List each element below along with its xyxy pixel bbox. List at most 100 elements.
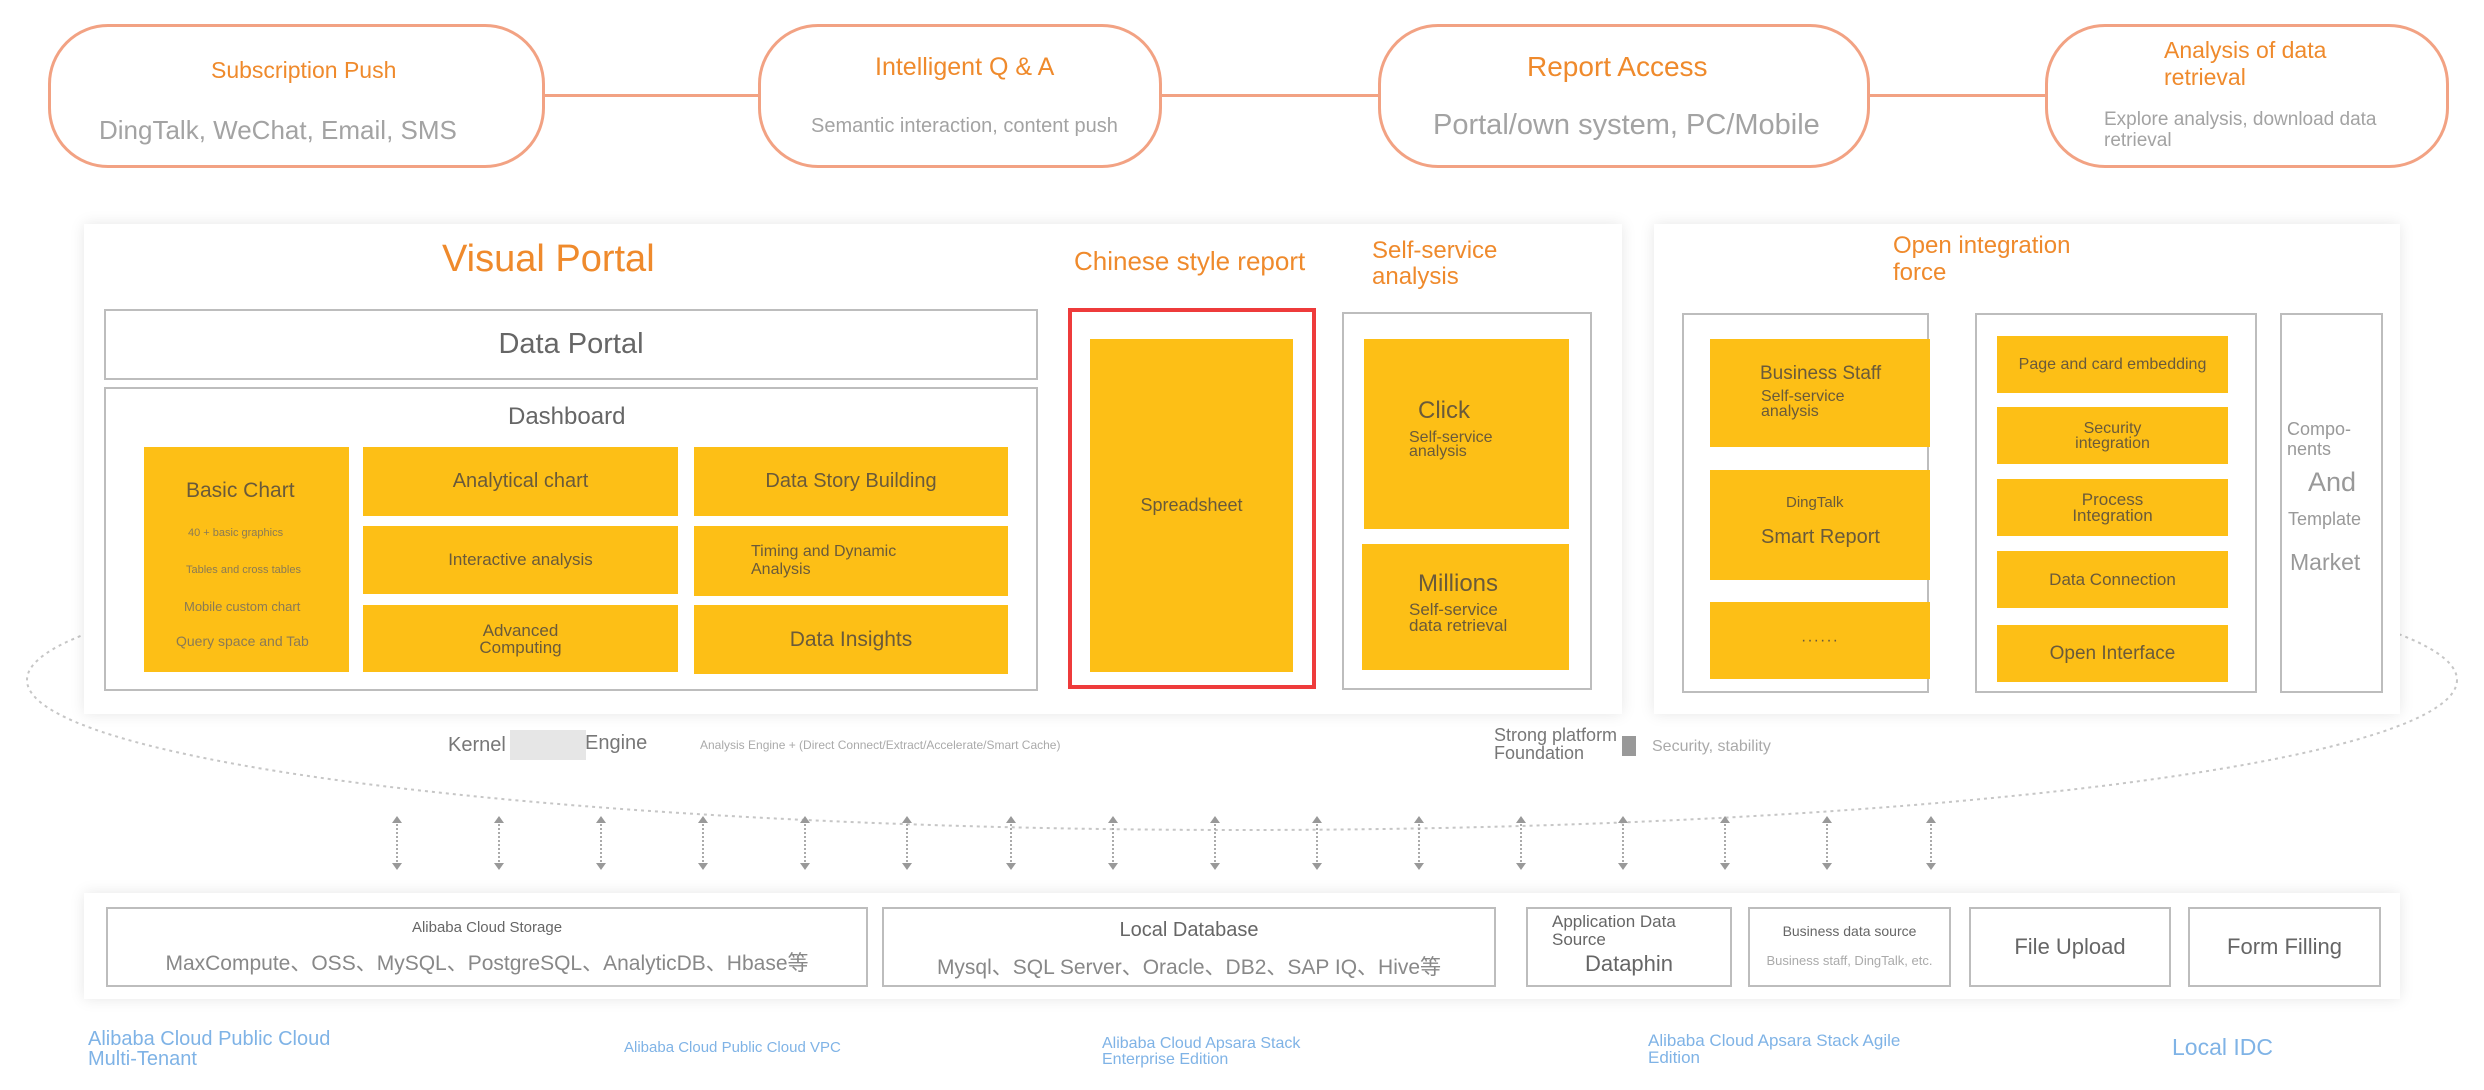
click-tile: Click Self-service analysis	[1364, 339, 1569, 529]
connector-line	[543, 94, 761, 97]
dingtalk-label: DingTalk	[1786, 494, 1844, 511]
dashboard-label: Dashboard	[508, 403, 626, 430]
business-staff-label: Business Staff	[1760, 363, 1882, 384]
bidirectional-arrow	[494, 816, 504, 870]
channel-title: Analysis of data retrieval	[2164, 37, 2327, 90]
kernel-label: Kernel	[448, 734, 506, 756]
bidirectional-arrow	[1516, 816, 1526, 870]
engine-label: Engine	[585, 732, 648, 754]
bidirectional-arrow	[596, 816, 606, 870]
data-source-head: Local Database	[1119, 919, 1259, 941]
deployment-label: Alibaba Cloud Apsara Stack Enterprise Ed…	[1102, 1035, 1301, 1068]
market-line: And	[2308, 467, 2357, 497]
bidirectional-arrow	[1312, 816, 1322, 870]
alibaba-cloud-storage-box: Alibaba Cloud Storage MaxCompute、OSS、MyS…	[106, 907, 868, 987]
bidirectional-arrow	[1210, 816, 1220, 870]
interactive-analysis-tile: Interactive analysis	[363, 526, 678, 594]
bidirectional-arrow	[902, 816, 912, 870]
dingtalk-smart-report-tile: DingTalk Smart Report	[1710, 470, 1930, 580]
channel-subtitle: Explore analysis, download data retrieva…	[2104, 109, 2377, 151]
millions-subtitle: Self-service data retrieval	[1409, 600, 1508, 635]
channel-title: Intelligent Q & A	[875, 53, 1055, 81]
deployment-label: Local IDC	[2172, 1034, 2273, 1060]
channel-subtitle: Semantic interaction, content push	[811, 115, 1118, 137]
more-tile: ······	[1710, 602, 1930, 679]
bidirectional-arrow	[1006, 816, 1016, 870]
more-label: ······	[1801, 631, 1839, 649]
tile-label: Data Story Building	[765, 470, 937, 492]
basic-chart-item: Mobile custom chart	[184, 599, 301, 614]
data-source-head: Application Data Source	[1552, 912, 1676, 949]
basic-chart-tile: Basic Chart 40 + basic graphics Tables a…	[144, 447, 349, 672]
channel-subscription-push: Subscription Push DingTalk, WeChat, Emai…	[48, 24, 545, 168]
basic-chart-item: 40 + basic graphics	[188, 527, 284, 539]
spreadsheet-label: Spreadsheet	[1140, 495, 1243, 515]
basic-chart-item: Tables and cross tables	[186, 564, 301, 576]
tile-label: Timing and Dynamic Analysis	[751, 543, 897, 578]
self-service-title: Self-service analysis	[1372, 237, 1498, 290]
basic-chart-item: Query space and Tab	[176, 633, 309, 649]
bidirectional-arrow	[392, 816, 402, 870]
channel-report-access: Report Access Portal/own system, PC/Mobi…	[1378, 24, 1870, 168]
business-data-source-box: Business data source Business staff, Din…	[1748, 907, 1951, 987]
integration-label: Process Integration	[2072, 489, 2153, 525]
market-line: Template	[2288, 509, 2362, 529]
platform-desc: Security, stability	[1652, 738, 1771, 755]
form-filling-box: Form Filling	[2188, 907, 2381, 987]
channel-subtitle: DingTalk, WeChat, Email, SMS	[99, 115, 457, 145]
bidirectional-arrow	[1720, 816, 1730, 870]
application-data-source-box: Application Data Source Dataphin	[1526, 907, 1732, 987]
data-source-body: Business staff, DingTalk, etc.	[1766, 953, 1933, 968]
click-title: Click	[1418, 397, 1470, 424]
analytical-chart-tile: Analytical chart	[363, 447, 678, 516]
tile-label: Interactive analysis	[448, 550, 593, 569]
bidirectional-arrow	[1618, 816, 1628, 870]
channel-intelligent-qa: Intelligent Q & A Semantic interaction, …	[758, 24, 1162, 168]
bidirectional-arrow	[1822, 816, 1832, 870]
visual-portal-title: Visual Portal	[442, 238, 655, 280]
integration-tile: Security integration	[1997, 407, 2228, 464]
integration-tile: Open Interface	[1997, 625, 2228, 682]
platform-icon	[1622, 736, 1636, 756]
data-insights-tile: Data Insights	[694, 605, 1008, 674]
channel-title: Report Access	[1527, 51, 1708, 82]
data-source-body: Mysql、SQL Server、Oracle、DB2、SAP IQ、Hive等	[936, 956, 1442, 979]
data-source-head: Alibaba Cloud Storage	[411, 919, 563, 936]
chinese-report-title: Chinese style report	[1074, 246, 1306, 276]
tile-label: Advanced Computing	[479, 620, 562, 657]
business-staff-tile: Business Staff Self-service analysis	[1710, 339, 1930, 447]
connector-line	[1868, 94, 2048, 97]
open-integration-title: Open integration force	[1893, 232, 2071, 286]
integration-label: Page and card embedding	[2018, 355, 2207, 373]
data-source-head: File Upload	[2014, 934, 2126, 959]
bidirectional-arrow	[1414, 816, 1424, 870]
local-database-box: Local Database Mysql、SQL Server、Oracle、D…	[882, 907, 1496, 987]
millions-tile: Millions Self-service data retrieval	[1362, 544, 1569, 670]
channel-subtitle: Portal/own system, PC/Mobile	[1433, 109, 1820, 141]
advanced-computing-tile: Advanced Computing	[363, 605, 678, 672]
integration-label: Security integration	[2075, 419, 2150, 452]
integration-tile: Page and card embedding	[1997, 336, 2228, 393]
bidirectional-arrow	[1926, 816, 1936, 870]
connector-line	[1160, 94, 1380, 97]
data-source-head: Form Filling	[2227, 934, 2342, 959]
data-portal-box: Data Portal	[104, 309, 1038, 380]
deployment-label: Alibaba Cloud Public Cloud VPC	[624, 1039, 841, 1056]
tile-label: Analytical chart	[452, 470, 589, 492]
deployment-label: Alibaba Cloud Apsara Stack Agile Edition	[1648, 1031, 1901, 1067]
kernel-desc: Analysis Engine + (Direct Connect/Extrac…	[700, 738, 1061, 752]
tile-label: Data Insights	[789, 627, 913, 651]
spreadsheet-tile: Spreadsheet	[1090, 339, 1293, 672]
kernel-redaction	[510, 730, 586, 760]
file-upload-box: File Upload	[1969, 907, 2171, 987]
components-market-box: Compo-nents And Template Market	[2280, 313, 2383, 693]
channel-analysis-retrieval: Analysis of data retrieval Explore analy…	[2045, 24, 2449, 168]
channel-title: Subscription Push	[211, 57, 397, 83]
data-story-tile: Data Story Building	[694, 447, 1008, 516]
integration-tile: Process Integration	[1997, 479, 2228, 536]
smart-report-label: Smart Report	[1761, 526, 1880, 548]
click-subtitle: Self-service analysis	[1409, 429, 1493, 460]
data-portal-label: Data Portal	[498, 328, 644, 360]
data-source-head: Business data source	[1782, 923, 1917, 939]
bidirectional-arrow	[1108, 816, 1118, 870]
